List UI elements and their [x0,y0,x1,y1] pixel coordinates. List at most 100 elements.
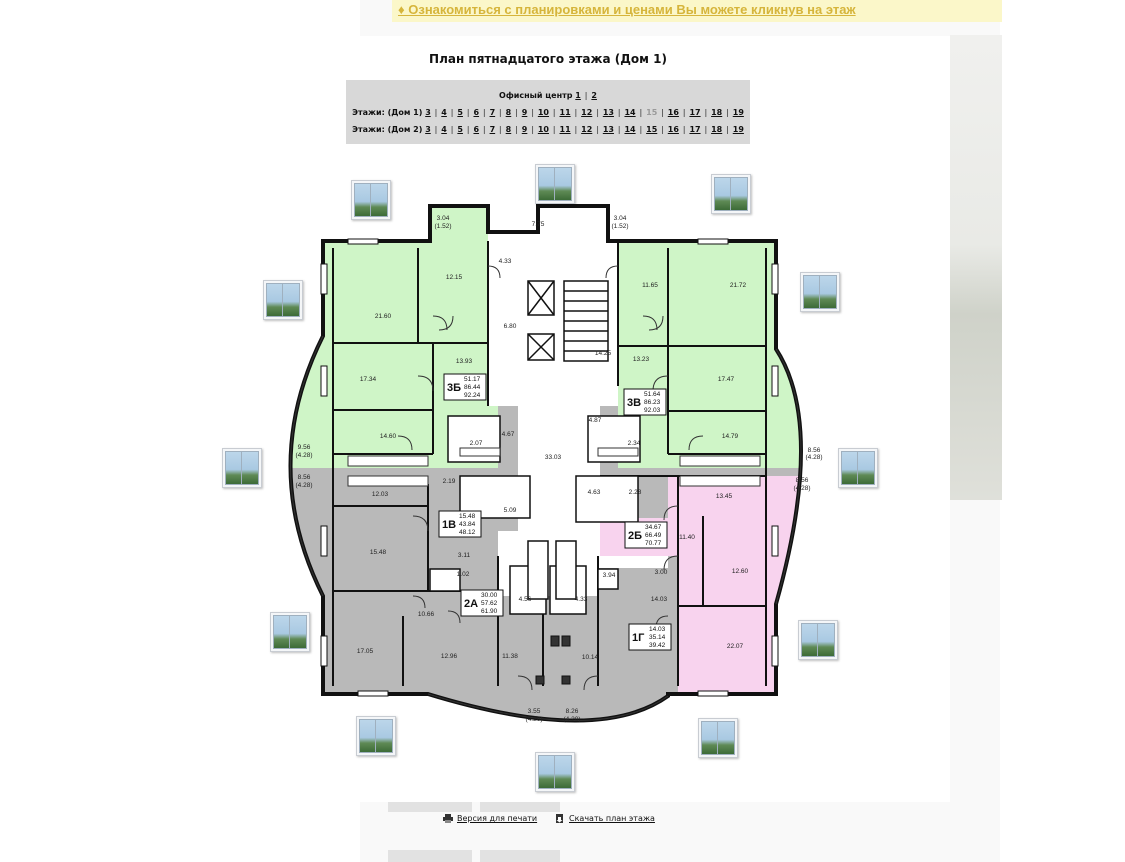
apartment-label-box [460,589,504,617]
floor-separator: | [549,125,556,134]
floor-link-house2-6[interactable]: 6 [473,125,480,134]
window-icon[interactable] [535,164,575,204]
floor-separator: | [496,108,502,117]
floor-separator: | [679,108,686,117]
floor-link-house2-15[interactable]: 15 [646,125,658,134]
floor-separator: | [636,108,643,117]
office-link-1[interactable]: 1 [575,91,581,100]
floor-link-house2-3[interactable]: 3 [425,125,431,134]
floor-plan-modal: План пятнадцатого этажа (Дом 1) Офисный … [198,36,950,823]
house1-floor-row: Этажи: (Дом 1) 3 | 4 | 5 | 6 | 7 | 8 | 9… [346,108,750,117]
room-area-label: 15.48 [370,549,387,556]
apartment-label-box [628,623,672,651]
window-icon[interactable] [711,174,751,214]
apartment-label-box [623,388,667,416]
floor-link-house1-19[interactable]: 19 [732,108,744,117]
room-area-label: 12.96 [441,653,458,660]
window-icon[interactable] [698,718,738,758]
floor-link-house1-9[interactable]: 9 [521,108,528,117]
floor-link-house2-10[interactable]: 10 [537,125,549,134]
room-area-label: 8.56 [796,477,809,484]
printer-icon [443,814,453,823]
background-banner: ♦ Ознакомиться с планировками и ценами В… [392,0,1002,22]
room-area-label: 13.93 [456,358,473,365]
floor-link-house2-17[interactable]: 17 [689,125,701,134]
floor-link-house1-13[interactable]: 13 [602,108,614,117]
apartment-area-value: 57.62 [481,600,498,607]
room-area-label: 8.56 [808,447,821,454]
window-icon[interactable] [798,620,838,660]
apartment-area-value: 39.42 [649,642,666,649]
office-link-2[interactable]: 2 [591,91,597,100]
floor-link-house2-18[interactable]: 18 [711,125,723,134]
apartment-area-value: 86.44 [464,384,481,391]
floor-link-house2-13[interactable]: 13 [602,125,614,134]
floor-link-house1-10[interactable]: 10 [537,108,549,117]
floor-separator: | [658,125,664,134]
room-area-label: 8.56 [298,474,311,481]
room-area-label: 17.05 [357,648,374,655]
apartment-area-value: 51.64 [644,391,661,398]
room-area-label: 8.26 [566,708,579,715]
office-label: Офисный центр [499,91,573,100]
room-area-label: 2.34 [628,440,641,447]
floor-link-house2-5[interactable]: 5 [457,125,463,134]
floor-link-house1-11[interactable]: 11 [559,108,571,117]
download-plan-link[interactable]: Скачать план этажа [555,814,655,823]
apartment-area-value: 35.14 [649,634,666,641]
floor-link-house1-14[interactable]: 14 [624,108,636,117]
background-banner-link[interactable]: ♦ Ознакомиться с планировками и ценами В… [398,2,856,17]
room-area-label: 6.80 [504,323,517,330]
window-icon[interactable] [800,272,840,312]
floor-link-house2-16[interactable]: 16 [667,125,679,134]
floor-link-house1-6[interactable]: 6 [473,108,480,117]
room-area-label: 14.25 [595,350,612,357]
room-area-label: (4.28) [296,482,313,489]
floor-link-house1-8[interactable]: 8 [505,108,512,117]
floor-separator: | [571,108,578,117]
floor-link-house1-3[interactable]: 3 [425,108,431,117]
window-icon[interactable] [270,612,310,652]
floor-link-house2-11[interactable]: 11 [559,125,571,134]
floor-link-house2-7[interactable]: 7 [489,125,496,134]
window-icon[interactable] [838,448,878,488]
floor-link-house1-12[interactable]: 12 [581,108,593,117]
window-icon[interactable] [351,180,391,220]
room-area-label: 2.28 [629,489,642,496]
room-area-label: (1.52) [612,223,629,230]
room-area-label: (4.28) [296,452,313,459]
floor-link-house2-19[interactable]: 19 [732,125,744,134]
window-icon[interactable] [222,448,262,488]
floor-link-house1-7[interactable]: 7 [489,108,496,117]
floor-link-house1-17[interactable]: 17 [689,108,701,117]
floor-link-house1-16[interactable]: 16 [667,108,679,117]
floor-link-house1-18[interactable]: 18 [711,108,723,117]
room-area-label: 12.15 [446,274,463,281]
floor-link-house1-5[interactable]: 5 [457,108,463,117]
floor-link-house1-4[interactable]: 4 [441,108,447,117]
room-area-label: 3.11 [458,552,471,559]
window-icon[interactable] [535,752,575,792]
floor-link-house2-4[interactable]: 4 [441,125,447,134]
apartment-area-value: 48.12 [459,529,476,536]
print-version-link[interactable]: Версия для печати [443,814,537,823]
floor-link-house2-12[interactable]: 12 [581,125,593,134]
room-area-label: 1.02 [457,571,470,578]
floor-link-house2-14[interactable]: 14 [624,125,636,134]
room-area-label: 11.40 [679,534,695,541]
floor-separator: | [528,125,535,134]
window-icon[interactable] [356,716,396,756]
apartment-code: 2Б [628,530,642,542]
floor-link-house2-9[interactable]: 9 [521,125,528,134]
room-area-label: 22.07 [727,643,744,650]
floor-link-house2-8[interactable]: 8 [505,125,512,134]
window-icon[interactable] [263,280,303,320]
floor-separator: | [614,125,621,134]
floor-separator: | [447,108,454,117]
